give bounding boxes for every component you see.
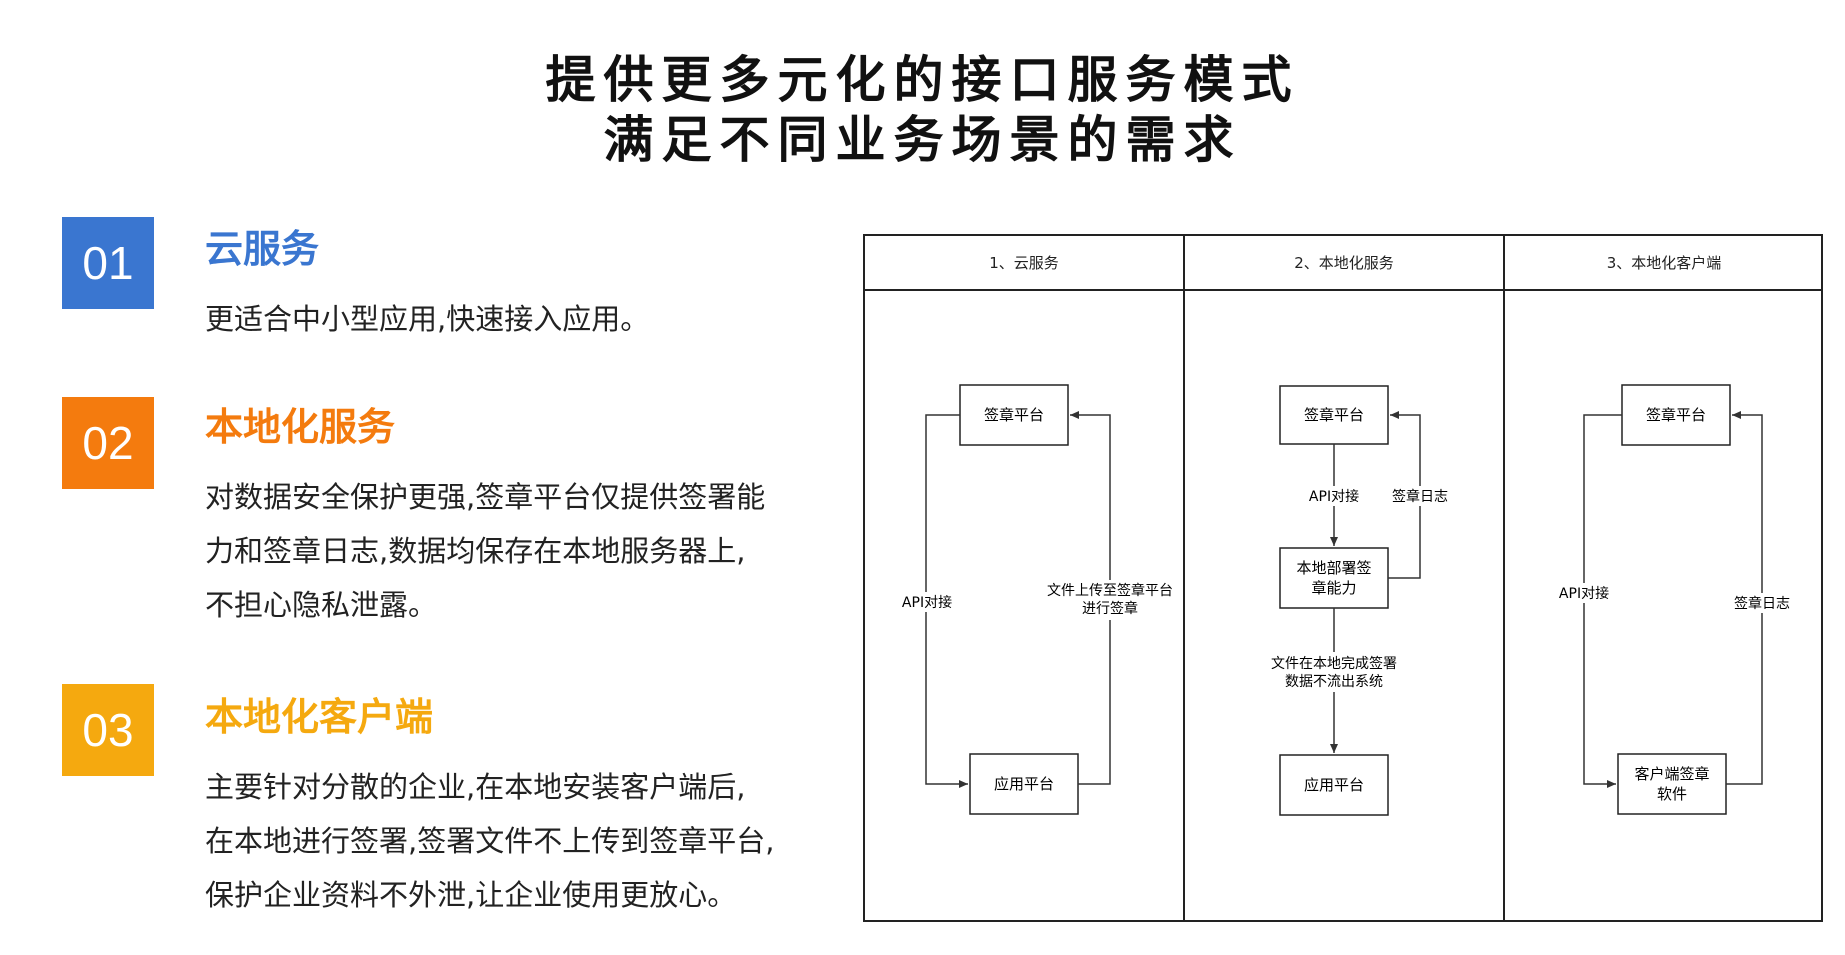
client-software-label-line-2: 软件 — [1657, 785, 1687, 803]
client-software-label-line-1: 客户端签章 — [1634, 765, 1709, 783]
sign-log-label: 签章日志 — [1734, 595, 1790, 612]
section-number-01: 01 — [62, 217, 154, 309]
api-label: API对接 — [902, 594, 952, 611]
local-deploy-label-line-1: 本地部署签 — [1296, 559, 1371, 577]
section-desc-local-service: 对数据安全保护更强,签章平台仅提供签署能 力和签章日志,数据均保存在本地服务器上… — [205, 470, 855, 632]
desc-line: 保护企业资料不外泄,让企业使用更放心。 — [205, 878, 737, 912]
sign-platform-box — [959, 384, 1069, 446]
sign-log-label: 签章日志 — [1392, 488, 1448, 505]
section-number-02: 02 — [62, 397, 154, 489]
app-platform-label: 应用平台 — [994, 775, 1054, 793]
desc-line: 对数据安全保护更强,签章平台仅提供签署能 — [205, 480, 766, 514]
page-title-line-2: 满足不同业务场景的需求 — [603, 111, 1242, 169]
desc-line: 在本地进行签署,签署文件不上传到签章平台, — [205, 824, 775, 858]
upload-label-line-1: 文件上传至签章平台 — [1047, 582, 1173, 599]
sign-platform-label: 签章平台 — [984, 406, 1044, 424]
upload-label-line-2: 进行签章 — [1082, 600, 1138, 617]
section-number-03: 03 — [62, 684, 154, 776]
column-local-service: 签章平台 本地部署签 章能力 应用平台 API对接 签章日志 文件在本地完成签署… — [1266, 385, 1450, 816]
sign-platform-label: 签章平台 — [1646, 406, 1706, 424]
desc-line: 更适合中小型应用,快速接入应用。 — [205, 302, 650, 336]
local-complete-label-line-2: 数据不流出系统 — [1285, 674, 1383, 690]
column-header-cloud: 1、云服务 — [989, 254, 1059, 272]
desc-line: 力和签章日志,数据均保存在本地服务器上, — [205, 534, 746, 568]
column-header-local-service: 2、本地化服务 — [1294, 254, 1394, 272]
sign-platform-box — [1279, 385, 1389, 445]
client-software-box — [1617, 753, 1727, 815]
api-label: API对接 — [1309, 488, 1359, 505]
app-platform-box — [1279, 754, 1389, 816]
column-header-local-client: 3、本地化客户端 — [1607, 254, 1722, 272]
section-heading-cloud: 云服务 — [205, 227, 320, 271]
column-cloud: 签章平台 应用平台 API对接 文件上传至签章平台 进行签章 — [898, 384, 1178, 815]
section-desc-cloud: 更适合中小型应用,快速接入应用。 — [205, 292, 855, 346]
section-desc-local-client: 主要针对分散的企业,在本地安装客户端后, 在本地进行签署,签署文件不上传到签章平… — [205, 760, 855, 922]
local-complete-label-line-1: 文件在本地完成签署 — [1271, 655, 1397, 672]
api-label: API对接 — [1559, 585, 1609, 602]
section-heading-local-service: 本地化服务 — [205, 405, 396, 449]
local-deploy-label-line-2: 章能力 — [1311, 579, 1356, 597]
section-heading-local-client: 本地化客户端 — [205, 695, 434, 739]
page-title-line-1: 提供更多元化的接口服务模式 — [545, 51, 1300, 109]
diagram-frame — [863, 234, 1823, 922]
app-platform-label: 应用平台 — [1304, 776, 1364, 794]
sign-platform-label: 签章平台 — [1304, 406, 1364, 424]
local-deploy-box — [1279, 547, 1389, 609]
column-local-client: 签章平台 客户端签章 软件 API对接 签章日志 — [1554, 384, 1792, 815]
desc-line: 主要针对分散的企业,在本地安装客户端后, — [205, 770, 746, 804]
desc-line: 不担心隐私泄露。 — [205, 588, 438, 622]
app-platform-box — [969, 753, 1079, 815]
